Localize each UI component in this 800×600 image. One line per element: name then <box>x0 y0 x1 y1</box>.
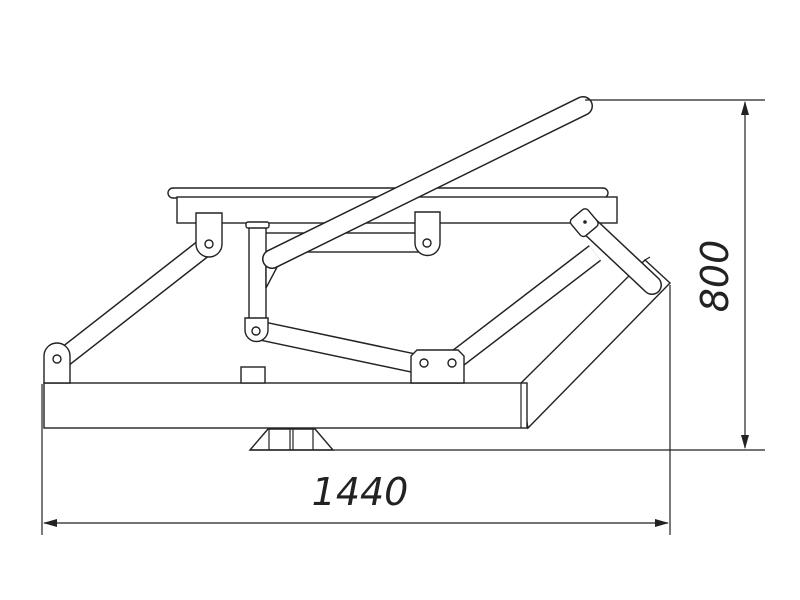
base-beam <box>43 382 528 429</box>
middle-top-bracket <box>414 211 441 257</box>
lifting-rod <box>262 96 593 269</box>
base-block <box>240 366 266 384</box>
strut-bottom-bracket <box>244 317 269 343</box>
lower-link <box>259 321 421 374</box>
height-dimension-label: 800 <box>693 240 737 313</box>
foot <box>248 428 335 451</box>
left-base-bracket <box>43 342 71 384</box>
width-dimension-label: 1440 <box>312 470 409 514</box>
left-link <box>51 236 216 370</box>
width-dimension: 1440 <box>41 285 671 535</box>
base-center-bracket <box>410 349 465 384</box>
height-dimension: 800 <box>250 99 765 451</box>
left-top-bracket <box>195 212 223 258</box>
right-links <box>451 208 662 366</box>
